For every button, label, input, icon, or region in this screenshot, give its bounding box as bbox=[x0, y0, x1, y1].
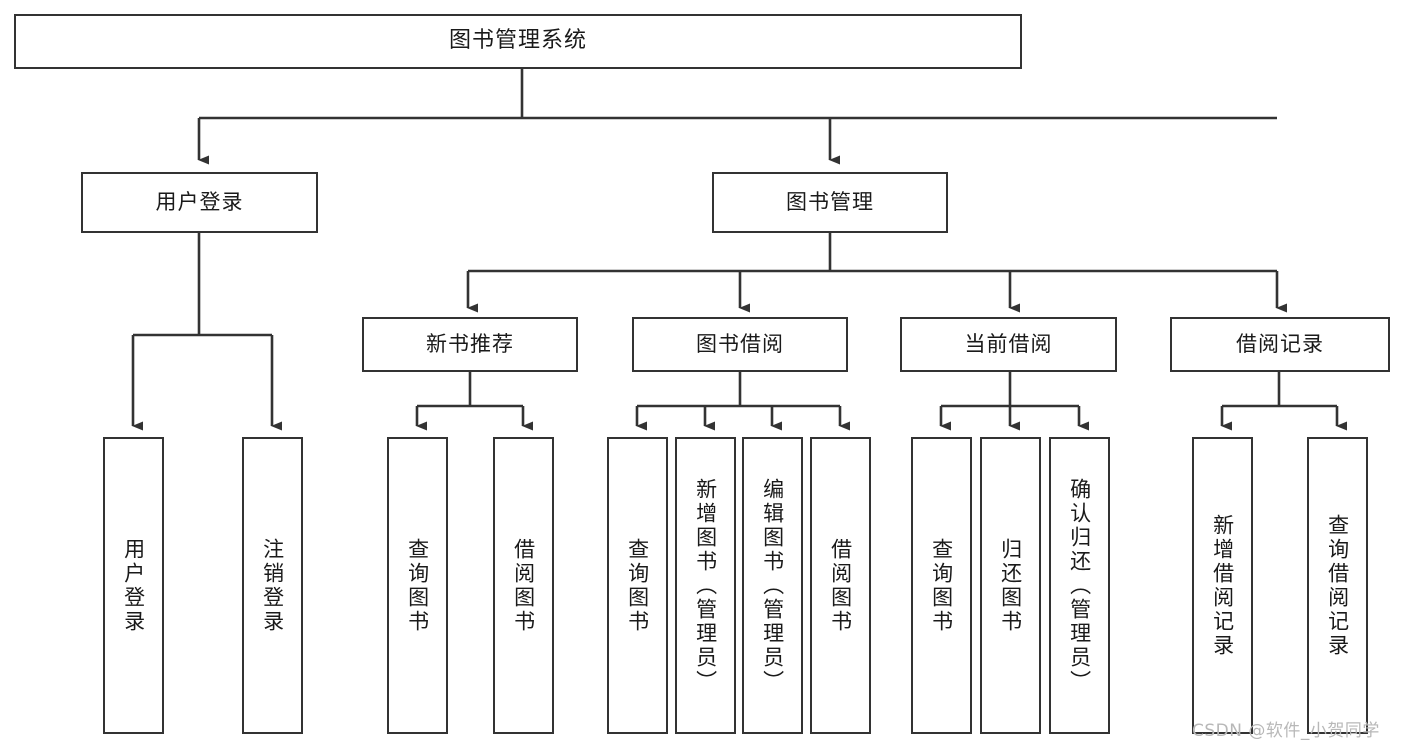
leaf-borrow-book-1-label: 借阅图书 bbox=[511, 537, 536, 634]
leaf-user-login[interactable]: 用户登录 bbox=[103, 437, 164, 734]
node-book-borrow[interactable]: 图书借阅 bbox=[632, 317, 848, 372]
leaf-edit-book-label: 编辑图书（管理员） bbox=[760, 477, 785, 694]
leaf-query-book-3-label: 查询图书 bbox=[929, 537, 954, 634]
leaf-return-book-label: 归还图书 bbox=[998, 537, 1023, 634]
node-root-system[interactable]: 图书管理系统 bbox=[14, 14, 1022, 69]
leaf-add-book-label: 新增图书（管理员） bbox=[693, 477, 718, 694]
node-current-borrow[interactable]: 当前借阅 bbox=[900, 317, 1117, 372]
leaf-borrow-book-2[interactable]: 借阅图书 bbox=[810, 437, 871, 734]
node-user-login[interactable]: 用户登录 bbox=[81, 172, 318, 233]
leaf-query-book-3[interactable]: 查询图书 bbox=[911, 437, 972, 734]
node-borrow-record[interactable]: 借阅记录 bbox=[1170, 317, 1390, 372]
leaf-borrow-book-2-label: 借阅图书 bbox=[828, 537, 853, 634]
node-new-book-recommend[interactable]: 新书推荐 bbox=[362, 317, 578, 372]
leaf-query-book-2-label: 查询图书 bbox=[625, 537, 650, 634]
leaf-query-book-2[interactable]: 查询图书 bbox=[607, 437, 668, 734]
leaf-logout[interactable]: 注销登录 bbox=[242, 437, 303, 734]
leaf-borrow-book-1[interactable]: 借阅图书 bbox=[493, 437, 554, 734]
leaf-add-record-label: 新增借阅记录 bbox=[1210, 513, 1235, 658]
csdn-watermark: CSDN @软件_小贺同学 bbox=[1192, 721, 1380, 741]
leaf-return-book[interactable]: 归还图书 bbox=[980, 437, 1041, 734]
leaf-confirm-return[interactable]: 确认归还（管理员） bbox=[1049, 437, 1110, 734]
leaf-query-record[interactable]: 查询借阅记录 bbox=[1307, 437, 1368, 734]
leaf-logout-label: 注销登录 bbox=[260, 537, 285, 634]
leaf-query-record-label: 查询借阅记录 bbox=[1325, 513, 1350, 658]
leaf-user-login-label: 用户登录 bbox=[121, 537, 146, 634]
leaf-add-book[interactable]: 新增图书（管理员） bbox=[675, 437, 736, 734]
leaf-query-book-1-label: 查询图书 bbox=[405, 537, 430, 634]
node-book-manage[interactable]: 图书管理 bbox=[712, 172, 948, 233]
leaf-confirm-return-label: 确认归还（管理员） bbox=[1067, 477, 1092, 694]
leaf-query-book-1[interactable]: 查询图书 bbox=[387, 437, 448, 734]
leaf-add-record[interactable]: 新增借阅记录 bbox=[1192, 437, 1253, 734]
leaf-edit-book[interactable]: 编辑图书（管理员） bbox=[742, 437, 803, 734]
